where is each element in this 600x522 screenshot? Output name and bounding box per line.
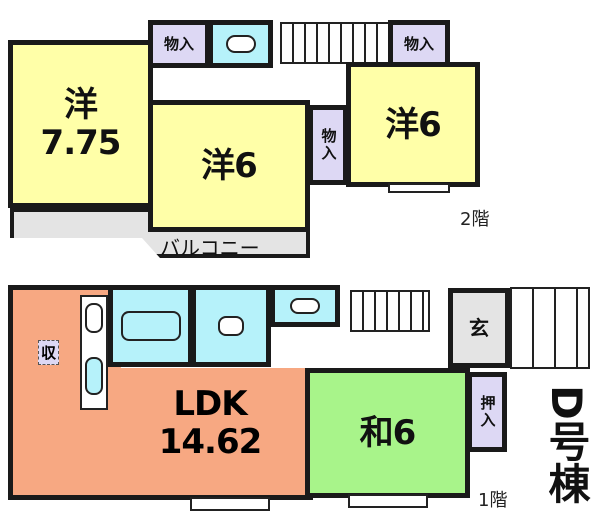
kitchen-counter: [80, 295, 108, 410]
storage-mid: 物入: [308, 105, 348, 185]
toilet-2f: [208, 20, 273, 68]
storage-label-ldk: 収: [38, 340, 60, 365]
porch: [510, 287, 590, 369]
stove-icon: [85, 303, 103, 333]
stairs-1f: [350, 290, 430, 332]
toilet-1f: [270, 285, 340, 327]
room-western-6-right: 洋6: [346, 62, 480, 187]
room-size: 7.75: [40, 123, 122, 163]
entrance: 玄: [448, 288, 510, 368]
balcony-label: バルコニー: [160, 236, 260, 260]
ldk-labels: LDK 14.62: [158, 384, 263, 462]
bathtub-icon: [120, 311, 181, 341]
bathroom: [108, 285, 193, 367]
toilet-icon: [290, 298, 320, 314]
closet: 押入: [467, 372, 507, 452]
window: [190, 497, 270, 511]
sink-icon: [85, 357, 103, 395]
window: [348, 494, 428, 508]
washroom: [191, 285, 271, 367]
room-japanese-6: 和6: [305, 368, 470, 498]
storage-top-right: 物入: [388, 20, 450, 68]
floor-1-label: 1階: [478, 490, 508, 511]
stairs-2f: [280, 22, 390, 64]
room-western-6-mid: 洋6: [148, 100, 310, 232]
window: [388, 183, 450, 193]
washbasin-icon: [218, 316, 244, 336]
floor-2-label: 2階: [460, 209, 490, 230]
toilet-icon: [225, 35, 256, 53]
room-type: 洋: [64, 85, 98, 125]
storage-top-left: 物入: [148, 20, 210, 68]
room-western-7-75: 洋 7.75: [8, 40, 153, 208]
building-tag: D号棟: [542, 385, 591, 504]
